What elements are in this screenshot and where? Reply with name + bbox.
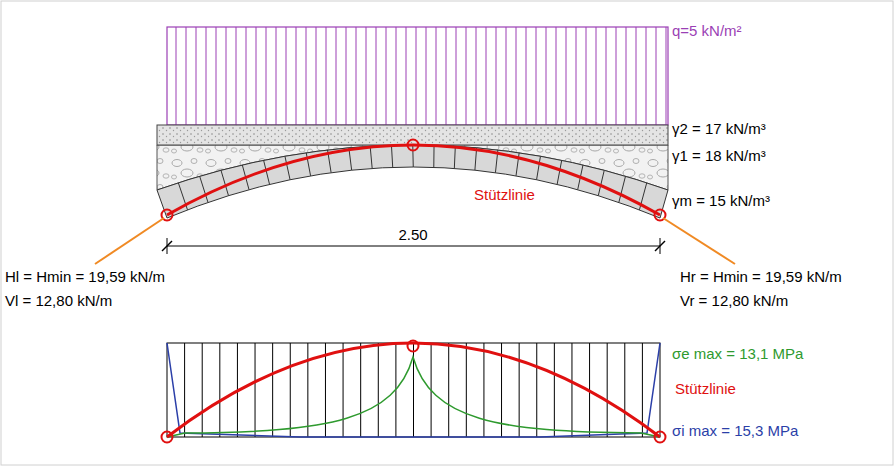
- reaction-label: Hl = Hmin = 19,59 kN/m: [5, 268, 165, 286]
- load-hatch: [286, 27, 287, 125]
- load-hatch: [436, 27, 437, 125]
- load-hatch: [256, 27, 257, 125]
- stress-ordinate: [272, 343, 273, 437]
- load-hatch: [616, 27, 617, 125]
- arch-joint: [598, 170, 604, 195]
- load-hatch: [326, 27, 327, 125]
- load-hatch: [266, 27, 267, 125]
- load-hatch: [386, 27, 387, 125]
- dimension-label: 2.50: [398, 226, 427, 244]
- load-hatch: [396, 27, 397, 125]
- arch-joint: [475, 148, 477, 170]
- stress-label: σe max = 13,1 MPa: [672, 345, 803, 363]
- thrust-line-label: Stützlinie: [675, 380, 736, 398]
- arch-joint: [433, 145, 434, 167]
- load-hatch: [666, 27, 667, 125]
- load-hatch: [626, 27, 627, 125]
- load-hatch: [406, 27, 407, 125]
- load-hatch: [636, 27, 637, 125]
- load-hatch: [176, 27, 177, 125]
- load-hatch: [196, 27, 197, 125]
- arch-joint: [221, 170, 229, 195]
- reaction-label: Vr = 12,80 kN/m: [680, 292, 788, 310]
- load-hatch: [236, 27, 237, 125]
- load-hatch: [526, 27, 527, 125]
- load-hatch: [566, 27, 567, 125]
- density-label: γ1 = 18 kN/m³: [672, 147, 766, 165]
- load-hatch: [226, 27, 227, 125]
- stress-ordinate: [378, 343, 379, 437]
- stress-ordinate: [307, 343, 308, 437]
- arch-joint: [285, 156, 290, 180]
- arch-joint: [454, 146, 456, 168]
- stress-label: σi max = 15,3 MPa: [672, 422, 798, 440]
- stress-ordinate: [360, 343, 361, 437]
- arch-joint: [391, 145, 392, 167]
- load-hatch: [366, 27, 367, 125]
- load-hatch: [546, 27, 547, 125]
- load-hatch: [596, 27, 597, 125]
- load-hatch: [486, 27, 487, 125]
- stress-ordinate: [554, 343, 555, 437]
- stress-ordinate: [255, 343, 256, 437]
- stress-ordinate: [219, 343, 220, 437]
- stress-ordinate: [536, 343, 537, 437]
- arch-joint: [412, 145, 414, 167]
- load-hatch: [476, 27, 477, 125]
- stress-ordinate: [483, 343, 484, 437]
- load-label: q=5 kN/m²: [672, 22, 742, 40]
- load-hatch: [606, 27, 607, 125]
- stress-ordinate: [571, 343, 572, 437]
- load-hatch: [206, 27, 207, 125]
- load-hatch: [296, 27, 297, 125]
- load-hatch: [656, 27, 657, 125]
- load-hatch: [466, 27, 467, 125]
- load-hatch: [316, 27, 317, 125]
- load-hatch: [336, 27, 337, 125]
- arch-joint: [370, 146, 372, 168]
- stress-ordinate: [448, 343, 449, 437]
- arch-joint: [537, 156, 541, 180]
- load-hatch: [416, 27, 417, 125]
- stress-ordinate: [466, 343, 467, 437]
- load-hatch: [376, 27, 377, 125]
- load-hatch: [496, 27, 497, 125]
- density-label: γ2 = 17 kN/m³: [672, 120, 766, 138]
- load-hatch: [306, 27, 307, 125]
- load-hatch: [426, 27, 427, 125]
- arch-joint: [557, 160, 562, 184]
- stress-ordinate: [202, 343, 203, 437]
- load-hatch: [356, 27, 357, 125]
- stress-ordinate: [290, 343, 291, 437]
- density-label: γm = 15 kN/m³: [672, 192, 770, 210]
- stress-ordinate: [624, 343, 625, 437]
- load-hatch: [186, 27, 187, 125]
- thrust-line-label: Stützlinie: [474, 186, 535, 204]
- load-hatch: [646, 27, 647, 125]
- load-hatch: [586, 27, 587, 125]
- arch-joint: [619, 176, 626, 202]
- stress-ordinate: [519, 343, 520, 437]
- load-hatch: [446, 27, 447, 125]
- load-hatch: [536, 27, 537, 125]
- load-hatch: [516, 27, 517, 125]
- load-hatch: [216, 27, 217, 125]
- load-hatch: [346, 27, 347, 125]
- arch-joint: [264, 160, 270, 184]
- load-hatch: [576, 27, 577, 125]
- load-hatch: [506, 27, 507, 125]
- load-hatch: [556, 27, 557, 125]
- reaction-label: Vl = 12,80 kN/m: [5, 292, 112, 310]
- stress-ordinate: [343, 343, 344, 437]
- load-hatch: [246, 27, 247, 125]
- load-hatch: [456, 27, 457, 125]
- stress-ordinate: [607, 343, 608, 437]
- load-hatch: [276, 27, 277, 125]
- reaction-label: Hr = Hmin = 19,59 kN/m: [680, 268, 842, 286]
